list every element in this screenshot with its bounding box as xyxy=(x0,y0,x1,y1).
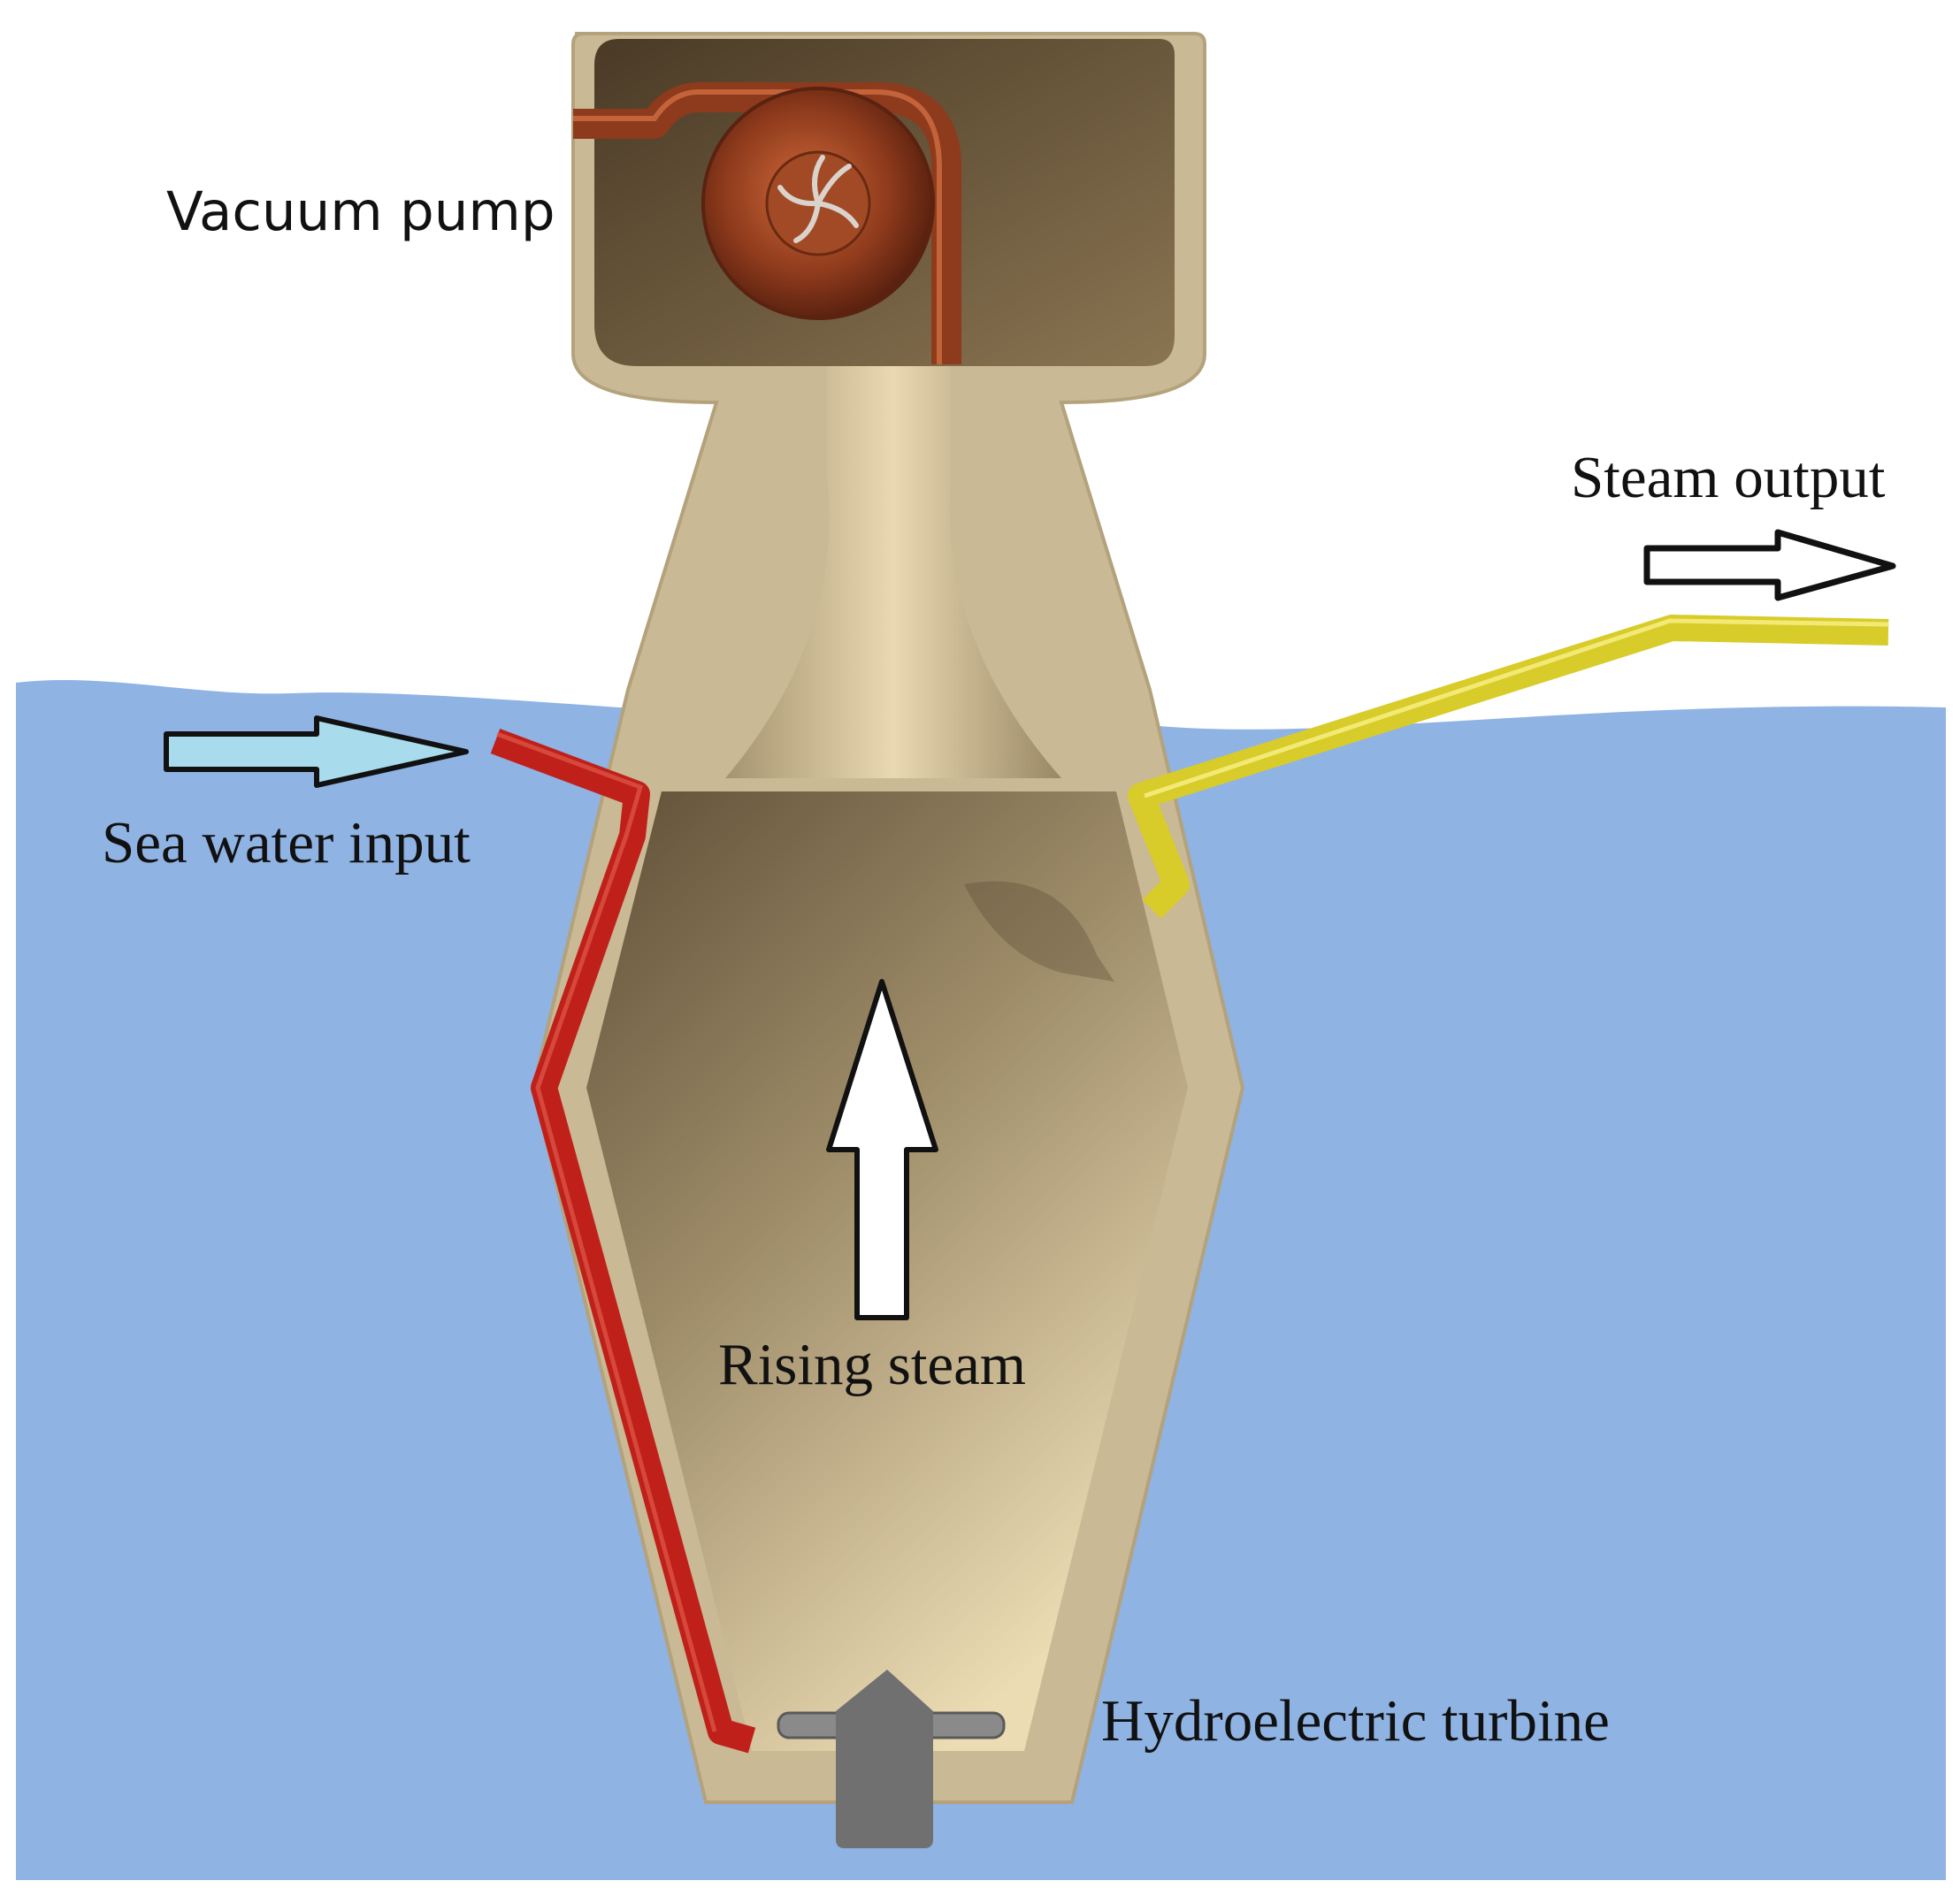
chamber-shadow xyxy=(964,881,1114,982)
turbine-body xyxy=(836,1670,933,1848)
sea-water-pipe xyxy=(490,728,756,1754)
sea-water-input-arrow xyxy=(164,715,469,788)
hydroelectric-turbine-label: Hydroelectric turbine xyxy=(1101,1688,1610,1754)
steam-output-pipe-highlight xyxy=(1144,618,1889,799)
rising-steam-arrow xyxy=(826,979,938,1320)
vacuum-pump-pipe-highlight xyxy=(573,89,942,364)
rising-steam-label: Rising steam xyxy=(718,1332,1026,1397)
sea-water-pipe-highlight xyxy=(496,731,717,1732)
steam-throat xyxy=(725,366,1061,778)
steam-output-pipe xyxy=(1128,615,1889,919)
sea-water-input-label: Sea water input xyxy=(102,810,471,875)
vacuum-pump-pipe xyxy=(573,82,961,364)
steam-output-arrow xyxy=(1643,529,1896,601)
steam-output-label: Steam output xyxy=(1571,445,1886,510)
impeller-blades xyxy=(777,155,859,243)
hydroelectric-turbine xyxy=(777,1670,1006,1848)
vacuum-pump-label: Vacuum pump xyxy=(166,180,555,243)
